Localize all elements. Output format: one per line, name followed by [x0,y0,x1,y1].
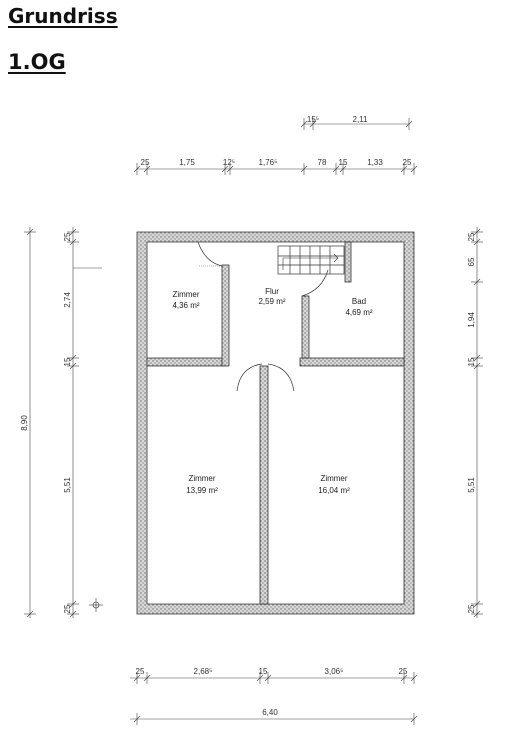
room-name: Zimmer [172,290,199,299]
dim-bottom: 2,68⁵ [194,667,213,676]
doors [197,241,329,392]
dim-top: 25 [141,158,150,167]
dim-bottom: 25 [136,667,145,676]
room-labels: Zimmer 4,36 m² Flur 2,59 m² Bad 4,69 m² … [172,287,372,495]
room-area: 16,04 m² [318,486,350,495]
dim-right: 65 [467,257,476,266]
wall-v-center [259,365,269,605]
dim-bottom: 25 [399,667,408,676]
dim-bottom: 15 [259,667,268,676]
dim-left: 2,74 [63,292,72,308]
room-area: 13,99 m² [186,486,218,495]
dim-top: 25 [403,158,412,167]
walls [136,231,415,615]
dim-top: 78 [318,158,327,167]
dim-right: 1,94 [467,312,476,328]
room-name: Bad [352,297,366,306]
dim-top: 15 [339,158,348,167]
dim-left: 5,51 [63,477,72,493]
dim-left: 25 [63,604,72,613]
dim-top: 1,76⁵ [259,158,278,167]
stairs [277,245,345,275]
wall-v-upper-left [221,264,230,367]
door-swing-zimmer-small [197,241,223,267]
dim-left-total: 8,90 [20,415,29,431]
dim-right: 5,51 [467,477,476,493]
room-name: Flur [265,287,279,296]
wall-h-left [146,357,224,367]
wall-h-right [299,357,405,367]
room-area: 4,36 m² [172,301,199,310]
wall-stair [344,241,352,283]
dim-right: 25 [467,232,476,241]
room-name: Zimmer [188,474,215,483]
room-area: 4,69 m² [345,308,372,317]
dim-top-upper: 2,11 [353,115,369,124]
wall-v-upper-right [301,295,310,359]
dimension-lines [24,118,483,725]
dim-left: 25 [63,232,72,241]
dim-top-upper: 15⁵ [307,115,319,124]
outer-wall [136,231,415,615]
dim-top: 1,75 [179,158,195,167]
dim-bottom: 3,06⁵ [325,667,344,676]
room-name: Zimmer [320,474,347,483]
elevation-marker-icon [89,598,103,612]
door-swing-right-big [267,363,295,392]
dim-top: 1,33 [367,158,383,167]
room-area: 2,59 m² [258,297,285,306]
dim-bottom-total: 6,40 [262,708,278,717]
page-title: Grundriss [8,4,118,28]
dim-left: 15 [63,357,72,366]
door-swing-bad [301,269,329,297]
door-swing-left-big [236,363,263,392]
dim-right: 15 [467,357,476,366]
dim-right: 25 [467,604,476,613]
dim-top: 12⁵ [223,158,235,167]
floor-label: 1.OG [8,50,66,74]
dimension-labels: 15⁵ 2,11 25 1,75 12⁵ 1,76⁵ 78 15 1,33 25… [20,115,476,717]
